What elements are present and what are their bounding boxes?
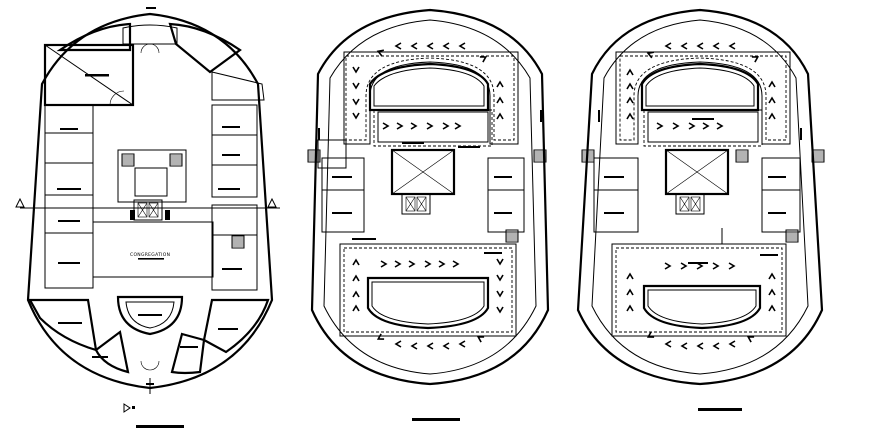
plan1-scale-bar: [136, 425, 184, 428]
plan2-scale-bar: [412, 418, 460, 421]
ground-floor-plan: CONGREGATION: [15, 7, 280, 428]
plan3-scale-bar: [698, 408, 742, 411]
outer-wall: [26, 12, 274, 390]
upper-floor-plan-1: [307, 8, 550, 421]
upper-floor-plan-2: [576, 8, 825, 411]
hall-label: CONGREGATION: [130, 252, 170, 258]
outer-wall: [310, 8, 550, 386]
outer-wall: [576, 8, 824, 386]
